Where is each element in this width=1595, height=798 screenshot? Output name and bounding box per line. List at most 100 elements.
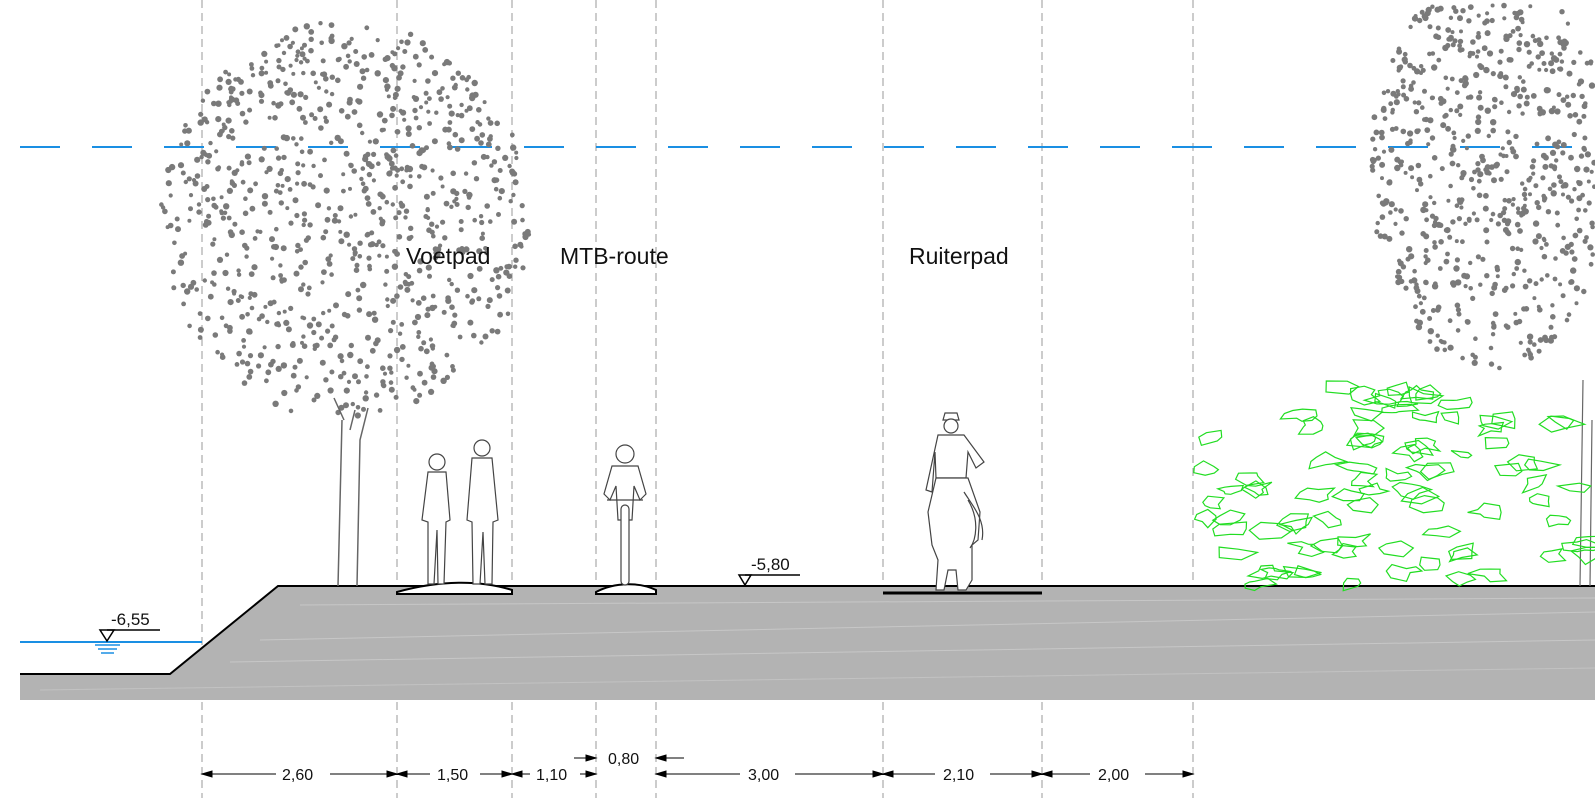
tree-leaf-dot (511, 171, 518, 177)
tree-leaf-dot (1413, 14, 1418, 18)
tree-leaf-dot (1388, 146, 1395, 153)
tree-leaf-dot (394, 293, 400, 299)
tree-leaf-dot (1475, 161, 1481, 167)
tree-leaf-dot (1558, 282, 1563, 287)
tree-leaf-dot (274, 226, 279, 232)
shrub-outline (1545, 514, 1572, 528)
tree-leaf-dot (1427, 117, 1434, 124)
tree-leaf-dot (392, 248, 398, 254)
tree-leaf-dot (249, 62, 254, 67)
tree-leaf-dot (328, 37, 335, 45)
tree-leaf-dot (381, 127, 386, 132)
tree-leaf-dot (360, 130, 365, 136)
shrub-outline (1385, 467, 1413, 482)
tree-leaf-dot (392, 95, 398, 101)
tree-leaf-dot (404, 286, 411, 293)
tree-leaf-dot (514, 155, 519, 161)
tree-leaf-dot (1407, 139, 1413, 145)
water-level-marker-icon (95, 629, 160, 654)
tree-leaf-dot (303, 120, 308, 125)
tree-leaf-dot (374, 70, 381, 77)
tree-leaf-dot (364, 67, 370, 73)
tree-leaf-dot (1571, 256, 1578, 262)
tree-leaf-dot (197, 335, 203, 340)
tree-leaf-dot (1457, 47, 1464, 53)
tree-leaf-dot (249, 205, 256, 212)
tree-leaf-dot (366, 311, 373, 318)
tree-leaf-dot (258, 98, 265, 104)
tree-leaf-dot (323, 187, 330, 194)
label-ruiterpad: Ruiterpad (909, 243, 1009, 269)
tree-leaf-dot (1492, 311, 1499, 317)
tree-leaf-dot (222, 124, 228, 131)
tree-leaf-dot (1408, 24, 1413, 30)
tree-leaf-dot (326, 206, 332, 211)
tree-leaf-dot (1445, 27, 1452, 33)
tree-leaf-dot (369, 241, 376, 248)
tree-leaf-dot (1513, 153, 1519, 160)
tree-leaf-dot (354, 412, 361, 419)
shrub-outline (1404, 463, 1446, 482)
tree-leaf-dot (505, 311, 511, 317)
ground-level-marker-icon (737, 574, 800, 587)
tree-leaf-dot (222, 269, 229, 277)
tree-leaf-dot (1498, 48, 1504, 54)
tree-leaf-dot (170, 269, 176, 275)
tree-leaf-dot (366, 171, 373, 178)
tree-leaf-dot (1406, 246, 1413, 253)
tree-leaf-dot (361, 406, 366, 412)
tree-leaf-dot (308, 29, 315, 35)
tree-leaf-dot (1513, 311, 1518, 316)
tree-leaf-dot (1574, 301, 1579, 306)
tree-leaf-dot (1455, 307, 1461, 313)
tree-leaf-dot (1520, 111, 1525, 116)
tree-leaf-dot (250, 73, 256, 78)
tree-leaf-dot (442, 235, 448, 241)
tree-leaf-dot (1547, 337, 1554, 344)
tree-leaf-dot (289, 99, 296, 106)
tree-leaf-dot (327, 387, 334, 394)
tree-leaf-dot (1386, 235, 1393, 242)
tree-leaf-dot (1511, 271, 1517, 277)
tree-leaf-dot (1531, 158, 1537, 164)
tree-leaf-dot (410, 298, 415, 303)
tree-leaf-dot (1539, 50, 1545, 56)
tree-leaf-dot (304, 375, 309, 380)
tree-leaf-dot (229, 128, 235, 134)
tree-leaf-dot (328, 253, 333, 258)
tree-leaf-dot (230, 86, 236, 92)
tree-leaf-dot (464, 77, 470, 83)
tree-leaf-dot (187, 323, 192, 329)
tree-leaf-dot (1421, 295, 1427, 301)
shrub-outline (1287, 541, 1325, 558)
tree-leaf-dot (454, 287, 461, 293)
tree-leaf-dot (329, 91, 335, 97)
tree-leaf-dot (520, 217, 525, 223)
tree-leaf-dot (348, 186, 352, 191)
tree-leaf-dot (450, 75, 456, 81)
tree-leaf-dot (1545, 273, 1550, 278)
tree-leaf-dot (1500, 146, 1505, 151)
tree-leaf-dot (1555, 222, 1561, 228)
tree-leaf-dot (343, 63, 349, 70)
tree-leaf-dot (205, 159, 211, 165)
tree-leaf-dot (1379, 134, 1385, 141)
tree-leaf-dot (1532, 220, 1540, 227)
tree-leaf-dot (1471, 359, 1478, 366)
tree-leaf-dot (219, 209, 224, 214)
tree-leaf-dot (229, 179, 234, 184)
tree-leaf-dot (1521, 79, 1526, 84)
tree-leaf-dot (1508, 57, 1514, 63)
shrub-outline (1479, 414, 1514, 430)
tree-leaf-dot (382, 371, 388, 376)
tree-leaf-dot (1588, 261, 1594, 267)
tree-leaf-dot (182, 128, 188, 134)
tree-leaf-dot (328, 22, 335, 28)
tree-leaf-dot (1492, 104, 1498, 110)
tree-leaf-dot (452, 312, 458, 318)
tree-leaf-dot (1484, 107, 1492, 114)
tree-leaf-dot (227, 299, 234, 306)
shrub-outline (1447, 542, 1474, 561)
tree-leaf-dot (288, 63, 293, 68)
shrub-outline (1419, 556, 1441, 571)
